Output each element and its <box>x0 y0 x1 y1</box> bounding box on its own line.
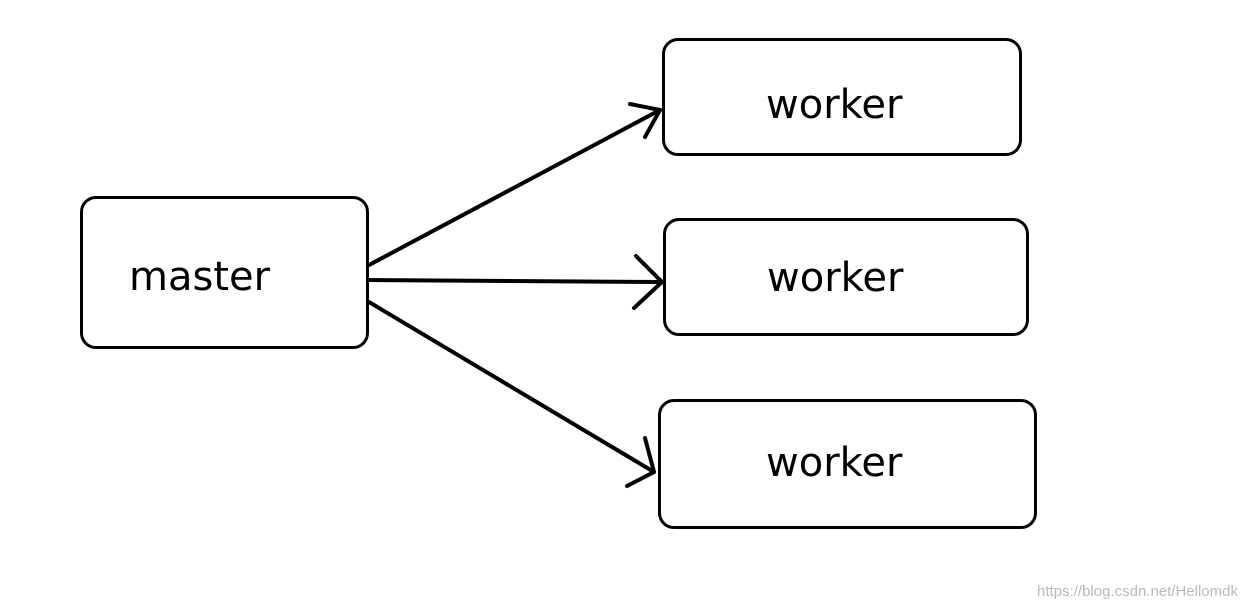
edge-line <box>367 300 656 474</box>
edge-master-to-worker2 <box>367 254 664 310</box>
master-node: master <box>80 196 369 349</box>
edge-master-to-worker1 <box>367 102 662 267</box>
worker-node-label: worker <box>766 82 903 128</box>
watermark-text: https://blog.csdn.net/Hellomdk <box>1037 583 1238 600</box>
arrowhead-icon <box>628 102 662 139</box>
worker-node-label: worker <box>767 255 904 301</box>
edge-master-to-worker3 <box>367 300 656 488</box>
worker-node-1: worker <box>662 38 1022 156</box>
worker-node-2: worker <box>663 218 1029 336</box>
worker-node-3: worker <box>658 399 1037 529</box>
arrowhead-icon <box>625 436 656 488</box>
worker-node-label: worker <box>766 440 903 486</box>
arrowhead-icon <box>632 254 664 310</box>
edge-line <box>367 278 664 284</box>
edge-line <box>367 108 662 267</box>
master-node-label: master <box>129 254 271 300</box>
